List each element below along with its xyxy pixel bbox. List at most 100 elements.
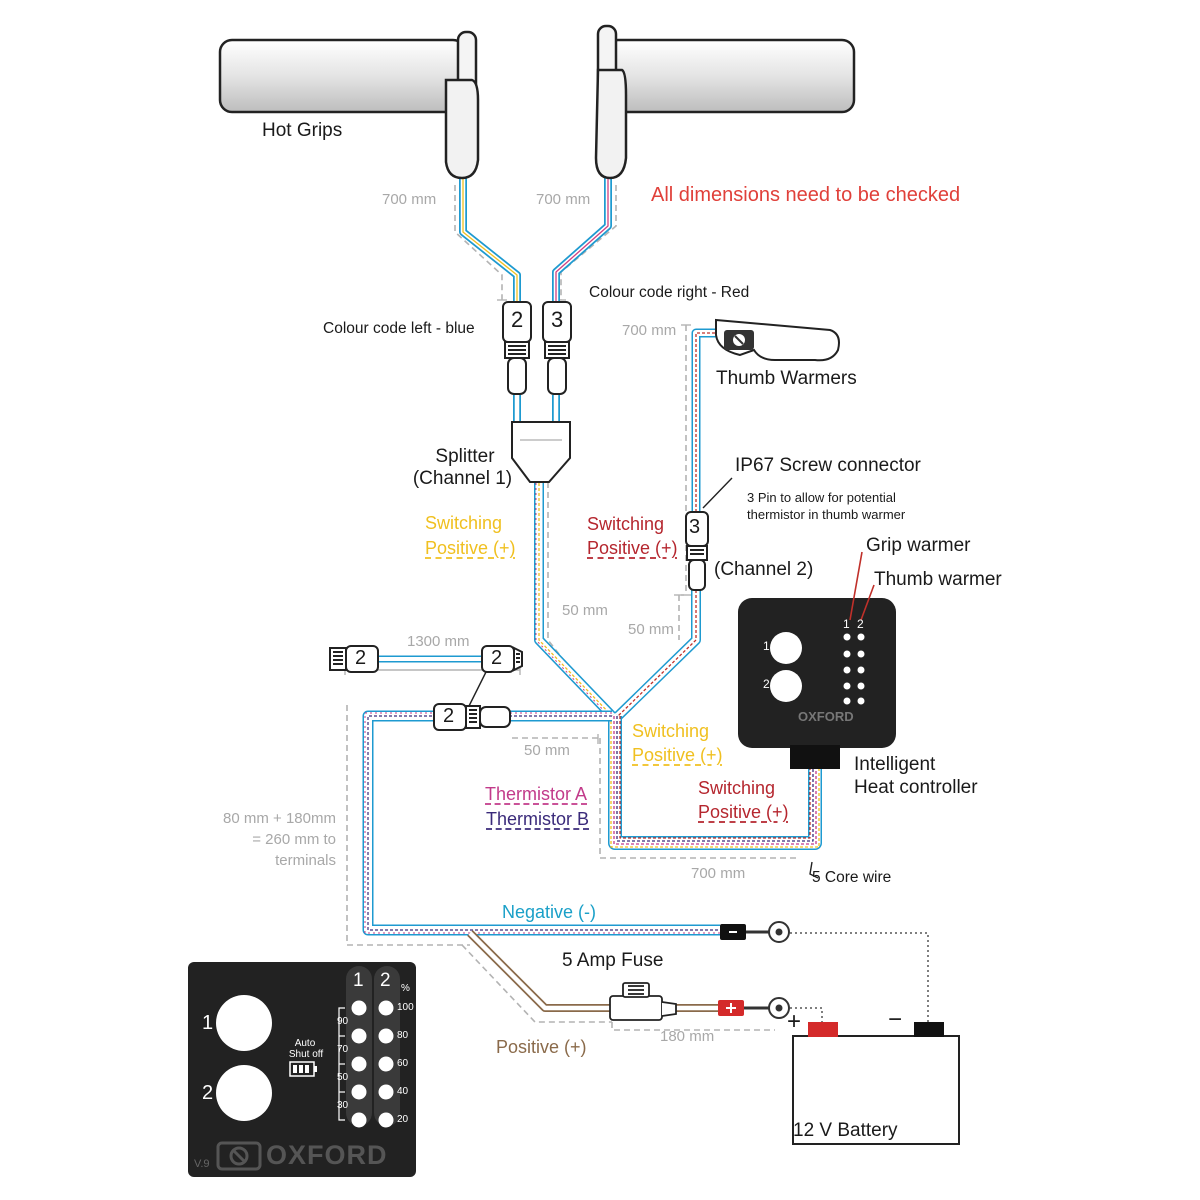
label-connector-note-2: thermistor in thumb warmer [747, 507, 906, 522]
panel-auto-2: Shut off [288, 1049, 324, 1060]
panel-col-1-label: 1 [353, 970, 364, 991]
battery-body [792, 1035, 960, 1145]
controller-small-button-1-label: 1 [763, 639, 770, 653]
dim-lead: 1300 mm [407, 633, 470, 650]
label-switching-ch1-2: Positive (+) [425, 538, 516, 558]
label-connector-note-1: 3 Pin to allow for potential [747, 490, 896, 505]
label-switching-ch1-1: Switching [425, 513, 503, 533]
controller-small-body [738, 598, 896, 748]
label-colour-left: Colour code left - blue [323, 320, 475, 337]
battery-minus-symbol: − [888, 1006, 903, 1033]
controller-small-button-2 [770, 670, 802, 702]
label-splitter-channel: (Channel 1) [412, 468, 513, 489]
lead-left-number: 2 [355, 647, 367, 669]
grip-cable-right [552, 170, 612, 306]
panel-button-1-label: 1 [202, 1012, 214, 1034]
label-colour-right: Colour code right - Red [589, 284, 750, 301]
label-switching-main-2: Positive (+) [632, 745, 723, 765]
controller-small-button-1 [770, 632, 802, 664]
main-connector [433, 703, 511, 731]
dim-terminals-2: = 260 mm to [252, 831, 336, 848]
lead-connector-right [481, 645, 523, 673]
label-switching-ch2-1: Switching [587, 514, 665, 534]
hot-grip-left [218, 30, 480, 180]
dim-terminals-1: 80 mm + 180mm [223, 810, 336, 827]
battery-icon [289, 1061, 317, 1077]
label-positive: Positive (+) [496, 1037, 587, 1057]
lead-arrow [465, 667, 489, 713]
lead-right-number: 2 [491, 647, 503, 669]
dim-terminals-3: terminals [275, 852, 336, 869]
panel-scale-right-40: 40 [397, 1086, 409, 1097]
switching-trunk-ch2 [614, 590, 701, 720]
splitter-body [511, 421, 571, 483]
dim-grip-left: 700 mm [382, 191, 437, 208]
hot-grip-right [594, 24, 856, 180]
main-connector-number: 2 [443, 705, 455, 727]
panel-button-1 [216, 995, 272, 1051]
label-controller-1: Intelligent [854, 754, 936, 775]
panel-scale-tick-marks [339, 1035, 345, 1093]
label-controller-2: Heat controller [854, 777, 978, 798]
controller-small-leds [843, 633, 865, 705]
switching-trunk-ch1 [534, 478, 616, 720]
dim-split-b: 50 mm [628, 621, 674, 638]
positive-terminal [718, 997, 790, 1019]
connector-right-number: 3 [551, 307, 564, 332]
lead-connector-left [329, 645, 379, 673]
connector-left [502, 301, 532, 395]
battery-plus-symbol: + [787, 1008, 802, 1035]
panel-col-2-label: 2 [380, 970, 391, 991]
thumb-warmer-pointer [860, 584, 875, 621]
panel-brand: OXFORD [266, 1140, 388, 1170]
label-dimensions-warning: All dimensions need to be checked [651, 184, 961, 206]
label-fuse: 5 Amp Fuse [562, 950, 664, 971]
panel-scale-right-20: 20 [397, 1114, 409, 1125]
panel-button-2-label: 2 [202, 1082, 214, 1104]
label-switching-ctrl-2: Positive (+) [698, 802, 789, 822]
battery-positive-post [808, 1022, 838, 1037]
panel-scale-right-80: 80 [397, 1030, 409, 1041]
panel-button-2 [216, 1065, 272, 1121]
dim-five-core: 700 mm [691, 865, 746, 882]
label-splitter: Splitter [435, 446, 495, 467]
dim-thumb: 700 mm [622, 322, 677, 339]
controller-small-button-2-label: 2 [763, 677, 770, 691]
panel-scale-left-70: 70 [337, 1044, 349, 1055]
dim-main-50: 50 mm [524, 742, 570, 759]
panel-logo-icon [216, 1141, 262, 1171]
battery-negative-post [914, 1022, 944, 1037]
label-switching-ch2-2: Positive (+) [587, 538, 678, 558]
thumb-cable [691, 328, 720, 515]
controller-small-col-1: 1 [843, 617, 850, 631]
controller-small-tail [790, 745, 840, 769]
dim-grip-right: 700 mm [536, 191, 591, 208]
dim-split-a: 50 mm [562, 602, 608, 619]
ip67-pointer [702, 477, 733, 509]
label-switching-ctrl-1: Switching [698, 778, 776, 798]
label-thermistor-a: Thermistor A [485, 784, 588, 804]
label-thumb-warmers: Thumb Warmers [716, 368, 857, 389]
grip-cable-left [459, 170, 521, 306]
controller-small-brand: OXFORD [798, 709, 854, 724]
panel-scale-left-50: 50 [337, 1072, 349, 1083]
label-five-core: 5 Core wire [812, 869, 892, 886]
five-core-pointer [809, 861, 819, 879]
label-switching-main-1: Switching [632, 721, 710, 741]
connector-left-number: 2 [511, 307, 524, 332]
label-battery: 12 V Battery [793, 1120, 898, 1141]
panel-auto-1: Auto [294, 1038, 316, 1049]
label-thermistor-b: Thermistor B [486, 809, 590, 829]
label-channel-2: (Channel 2) [714, 559, 814, 580]
grip-warmer-pointer [849, 551, 863, 621]
label-grip-warmer: Grip warmer [866, 535, 971, 556]
positive-dotted [790, 1007, 823, 1022]
controller-small-col-2: 2 [857, 617, 864, 631]
label-thumb-warmer: Thumb warmer [874, 569, 1002, 590]
panel-leds [351, 1000, 394, 1128]
panel-scale-left-30: 30 [337, 1100, 349, 1111]
label-hot-grips: Hot Grips [262, 120, 343, 141]
label-ip67-connector: IP67 Screw connector [735, 455, 921, 476]
negative-terminal [720, 921, 790, 943]
